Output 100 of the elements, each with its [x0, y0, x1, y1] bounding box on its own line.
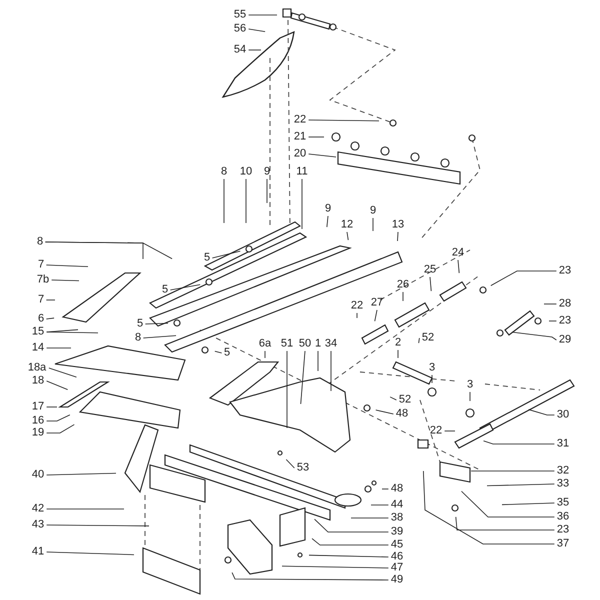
callout-number: 9 [324, 204, 332, 214]
leader-line [390, 396, 397, 400]
callout-number: 12 [340, 220, 354, 230]
leader-line [486, 484, 555, 486]
callout-number: 30 [556, 410, 570, 420]
leader-line [548, 320, 557, 322]
callout-number: 39 [390, 526, 404, 538]
leader-line [248, 14, 278, 16]
leader-line [458, 260, 460, 274]
callout-number: 5 [136, 318, 144, 330]
callout-number: 17 [32, 402, 44, 412]
callout-number: 44 [390, 500, 404, 510]
callout-number: 8 [36, 236, 44, 248]
callout-number: 21 [294, 132, 306, 142]
callout-number: 46 [390, 552, 404, 562]
leader-line [512, 332, 557, 340]
leader-line [528, 409, 555, 416]
callout-number: 18 [32, 376, 44, 386]
callout-number: 9 [370, 206, 376, 216]
leader-line [308, 154, 336, 158]
leader-line [430, 276, 432, 292]
leader-line [46, 406, 58, 408]
callout-number: 3 [428, 362, 436, 374]
leader-line [282, 566, 389, 568]
leader-line [382, 488, 389, 490]
callout-number: 26 [396, 280, 410, 290]
callout-number: 32 [556, 466, 570, 476]
leader-line [46, 424, 75, 434]
leader-line [374, 310, 378, 322]
leader-line [308, 120, 380, 122]
leader-line [44, 242, 144, 260]
callout-number: 27 [370, 298, 384, 308]
leader-line [286, 459, 295, 468]
leader-line [46, 414, 70, 422]
leader-line [346, 232, 349, 240]
leader-line [422, 470, 555, 544]
leader-line [48, 368, 77, 378]
callout-number: 2 [394, 338, 402, 348]
callout-number: 22 [430, 426, 442, 436]
leader-line [308, 136, 324, 138]
leader-line [212, 250, 241, 258]
callout-number: 1 [314, 338, 322, 350]
callout-number: 45 [390, 540, 404, 550]
callout-number: 5 [224, 348, 230, 358]
callout-number: 23 [558, 266, 572, 276]
callout-number: 13 [392, 220, 404, 230]
callout-number: 19 [32, 428, 44, 438]
callout-number: 55 [234, 10, 246, 20]
callout-number: 22 [350, 300, 364, 312]
callout-number: 14 [32, 342, 44, 354]
callout-number: 49 [390, 574, 404, 586]
callout-number: 54 [234, 44, 246, 56]
leader-line [502, 502, 555, 506]
callout-number: 33 [556, 478, 570, 490]
callout-number: 7 [38, 294, 44, 306]
leader-line [314, 518, 389, 532]
leader-line [144, 322, 168, 324]
callout-number: 56 [234, 24, 246, 34]
leader-line [286, 350, 288, 428]
leader-line [308, 554, 389, 558]
callout-number: 48 [390, 484, 404, 494]
callout-number: 7b [36, 274, 50, 286]
leader-line [418, 338, 420, 344]
leader-line [402, 292, 404, 302]
leader-line [142, 335, 176, 338]
leader-line [266, 178, 268, 204]
callout-number: 24 [452, 248, 464, 258]
callout-number: 38 [390, 512, 404, 524]
callout-number: 7 [38, 260, 44, 270]
callout-number: 23 [556, 524, 570, 536]
leader-line [214, 350, 222, 354]
callout-number: 25 [424, 264, 436, 276]
leader-line [232, 572, 389, 580]
callout-number: 47 [390, 562, 404, 574]
callout-number: 34 [324, 338, 338, 350]
leader-line [372, 218, 374, 232]
callout-number: 28 [558, 298, 572, 310]
leader-line [312, 538, 389, 546]
callout-number: 9 [264, 166, 270, 178]
callout-number: 51 [280, 338, 294, 350]
callout-number: 41 [32, 546, 44, 558]
callout-number: 52 [398, 394, 412, 406]
callout-number: 6a [258, 338, 272, 350]
leader-line [46, 508, 124, 510]
callout-number: 36 [556, 512, 570, 522]
leader-line [356, 312, 358, 318]
callout-number: 10 [240, 166, 252, 178]
callout-number: 11 [296, 166, 308, 178]
leader-line [46, 552, 134, 556]
leader-line [46, 318, 54, 320]
leader-line [370, 504, 389, 506]
callout-number: 3 [466, 380, 474, 390]
callout-number: 42 [32, 504, 44, 514]
callout-number: 43 [32, 520, 44, 530]
leader-line [326, 216, 328, 228]
callout-number: 37 [556, 538, 570, 550]
leader-line [455, 516, 555, 530]
callout-number: 6 [38, 314, 44, 324]
callout-number: 20 [294, 148, 306, 160]
leader-line [46, 380, 68, 390]
